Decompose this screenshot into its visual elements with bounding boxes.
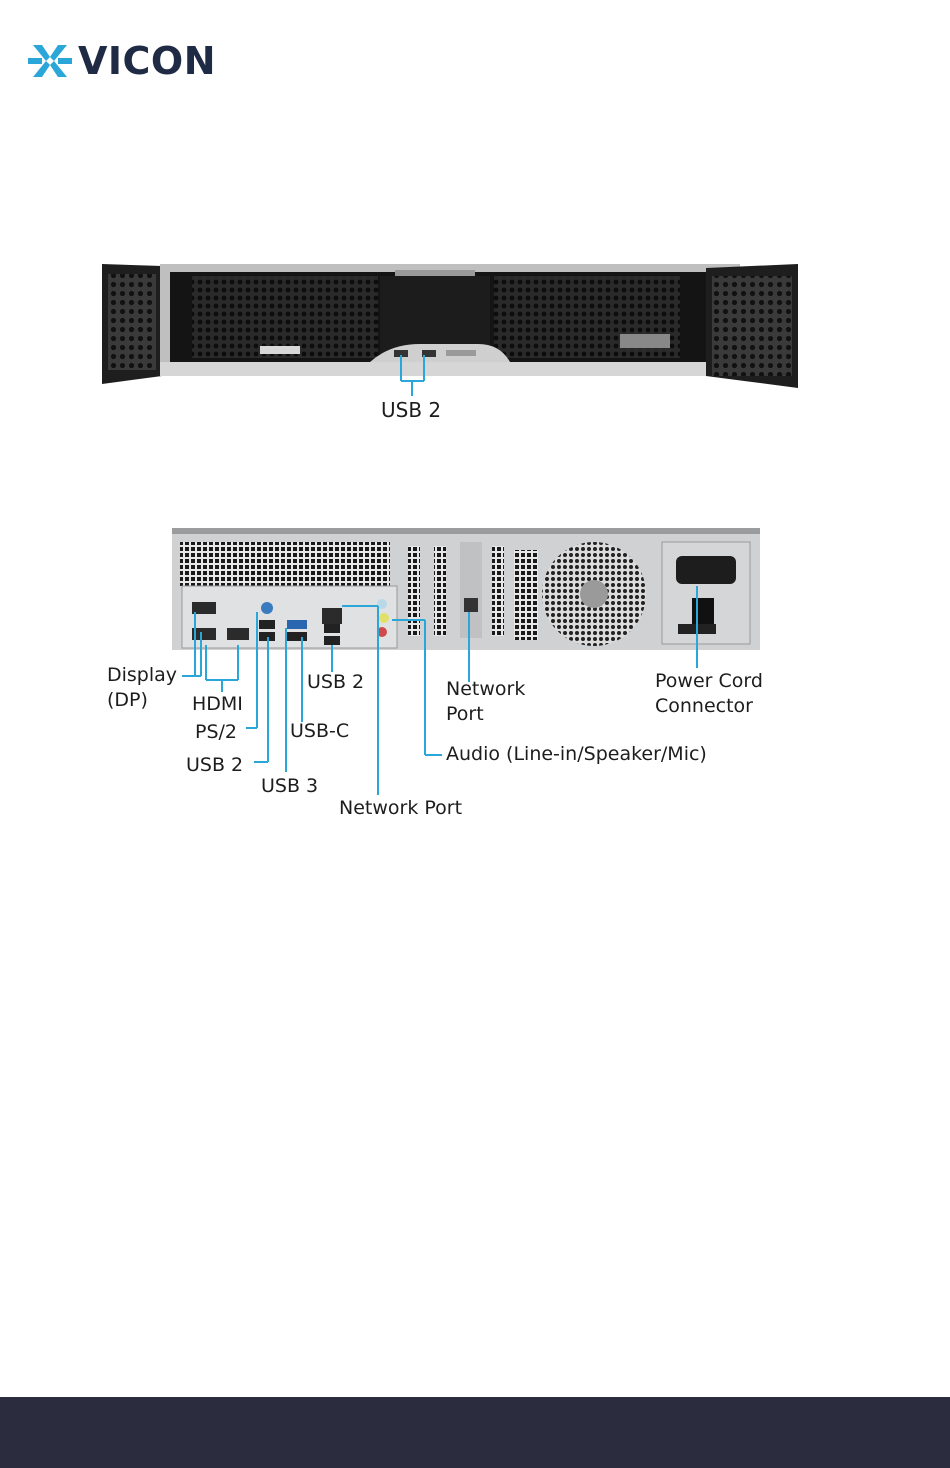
display-label-line1: Display xyxy=(107,663,177,687)
hdmi-label: HDMI xyxy=(192,692,243,716)
audio-label: Audio (Line-in/Speaker/Mic) xyxy=(446,742,707,766)
usb2-left-label: USB 2 xyxy=(186,753,243,777)
power-label-line1: Power Cord xyxy=(655,669,763,693)
network-port-bottom-label: Network Port xyxy=(339,796,462,820)
usb3-label: USB 3 xyxy=(261,774,318,798)
display-label-line2: (DP) xyxy=(107,688,148,712)
usbc-label: USB-C xyxy=(290,719,349,743)
network-card-label-line2: Port xyxy=(446,702,484,726)
ps2-label: PS/2 xyxy=(195,720,237,744)
usb2-top-label: USB 2 xyxy=(307,670,364,694)
footer-bar xyxy=(0,1397,950,1468)
network-card-label-line1: Network xyxy=(446,677,525,701)
power-label-line2: Connector xyxy=(655,694,753,718)
